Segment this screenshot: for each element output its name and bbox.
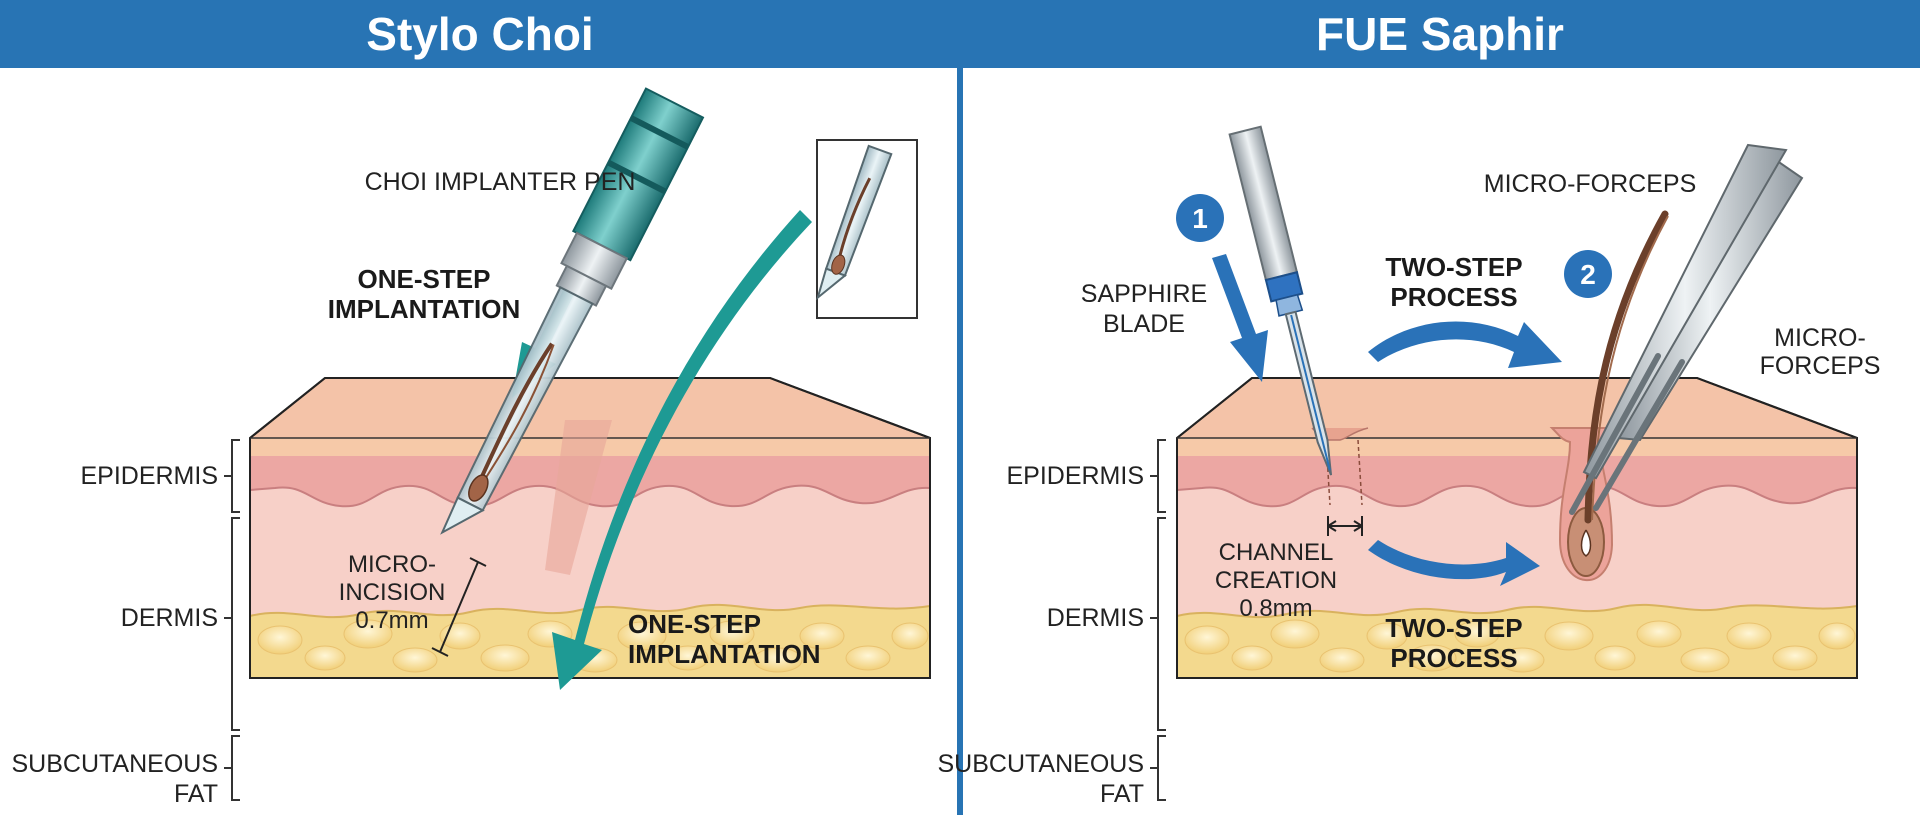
measurement-left-1: MICRO- (348, 551, 436, 578)
step-1-badge: 1 (1176, 194, 1224, 242)
label-forceps-top: MICRO-FORCEPS (1484, 170, 1697, 198)
label-sapphire-1: SAPPHIRE (1081, 280, 1207, 308)
panel-divider (957, 0, 963, 815)
step-2-badge: 2 (1564, 250, 1612, 298)
measurement-left-2: INCISION (339, 579, 446, 606)
measurement-line-left (431, 557, 487, 657)
measurement-right-1: CHANNEL (1219, 539, 1334, 566)
measurement-right-3: 0.8mm (1239, 595, 1312, 622)
two-step-bottom-1: TWO-STEP (1385, 613, 1522, 643)
one-step-bottom-1: ONE-STEP (628, 609, 761, 639)
pen-tip-inset (815, 139, 918, 319)
label-fat-right-1: SUBCUTANEOUS (937, 750, 1144, 778)
two-step-top-2: PROCESS (1390, 282, 1517, 312)
label-forceps-side-2: FORCEPS (1760, 352, 1881, 380)
one-step-top-1: ONE-STEP (358, 264, 491, 294)
micro-forceps (1569, 143, 1804, 515)
step-1-number: 1 (1192, 203, 1208, 234)
step-2-number: 2 (1580, 259, 1596, 290)
measurement-line-right (1327, 516, 1363, 536)
label-epidermis-right: EPIDERMIS (1006, 462, 1144, 490)
one-step-top-2: IMPLANTATION (328, 294, 521, 324)
label-fat-left-2: FAT (174, 780, 218, 808)
label-fat-left-1: SUBCUTANEOUS (11, 750, 218, 778)
label-sapphire-2: BLADE (1103, 310, 1185, 338)
label-forceps-side-1: MICRO- (1774, 324, 1866, 352)
label-dermis-left: DERMIS (121, 604, 218, 632)
two-step-top-1: TWO-STEP (1385, 252, 1522, 282)
measurement-right-2: CREATION (1215, 567, 1337, 594)
panel-title-left: Stylo Choi (366, 8, 593, 60)
label-fat-right-2: FAT (1100, 780, 1144, 808)
two-step-arrow-bottom (1368, 540, 1540, 586)
one-step-arrow-large (552, 210, 812, 690)
panel-title-right: FUE Saphir (1316, 8, 1564, 60)
two-step-bottom-2: PROCESS (1390, 643, 1517, 673)
measurement-left-3: 0.7mm (355, 607, 428, 634)
label-dermis-right: DERMIS (1047, 604, 1144, 632)
label-choi-pen: CHOI IMPLANTER PEN (365, 168, 636, 196)
choi-implanter-pen (440, 87, 705, 535)
two-step-arrow-top (1368, 321, 1562, 368)
label-epidermis-left: EPIDERMIS (80, 462, 218, 490)
one-step-bottom-2: IMPLANTATION (628, 639, 821, 669)
layer-brackets-right (1150, 439, 1166, 801)
incision-channel (545, 420, 612, 575)
sapphire-blade (1228, 125, 1333, 476)
layer-brackets-left (224, 439, 240, 801)
blade-down-arrow (1212, 254, 1268, 382)
